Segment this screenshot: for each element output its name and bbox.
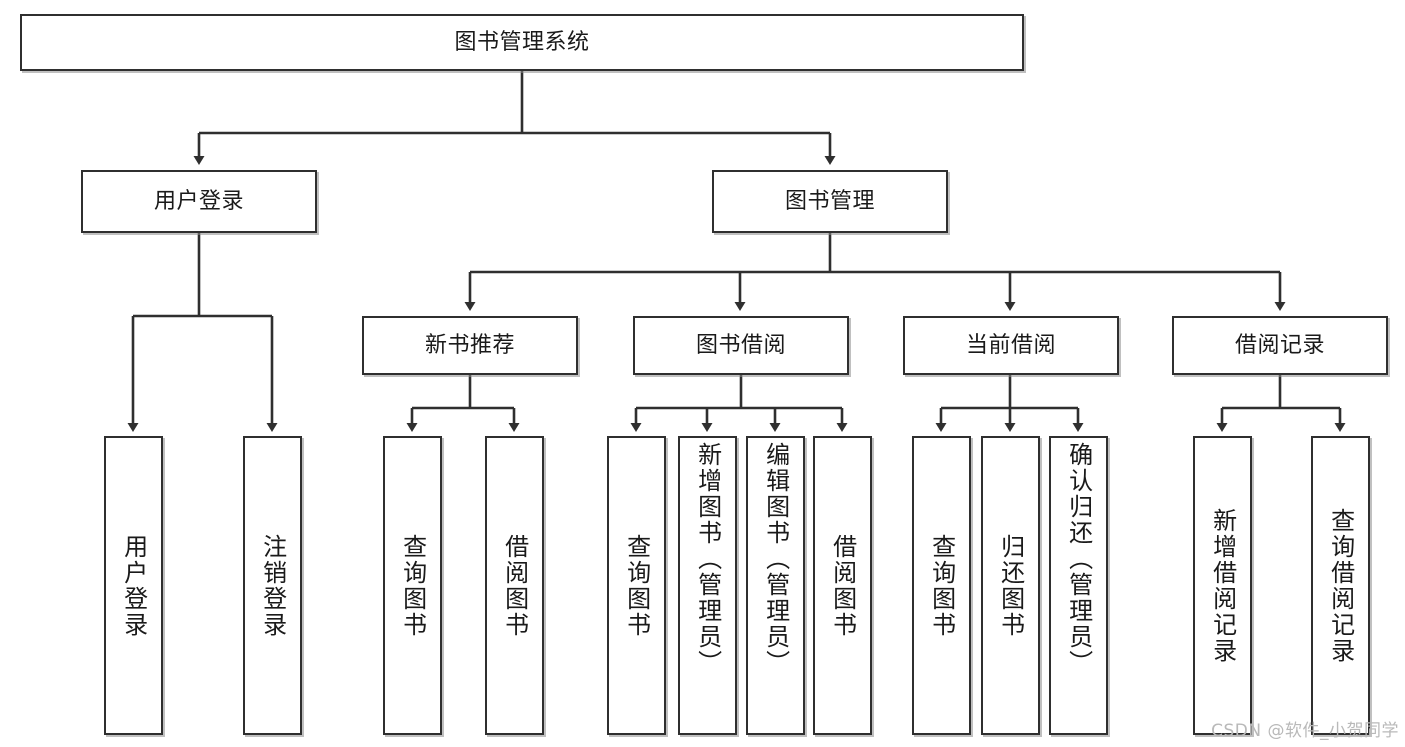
node-root-label: 图书管理系统 — [454, 29, 590, 55]
leaf-add-book[interactable]: 新增图书（管理员） — [678, 436, 737, 735]
leaf-borrow-book-1-label: 借阅图书 — [500, 533, 529, 638]
leaf-add-record-label: 新增借阅记录 — [1208, 507, 1237, 664]
leaf-logout[interactable]: 注销登录 — [243, 436, 302, 735]
leaf-confirm-return-label: 确认归还（管理员） — [1064, 442, 1093, 676]
node-user-login[interactable]: 用户登录 — [81, 170, 317, 233]
node-book-manage[interactable]: 图书管理 — [712, 170, 948, 233]
node-new-book-recommend-label: 新书推荐 — [424, 332, 515, 358]
leaf-query-book-1[interactable]: 查询图书 — [383, 436, 442, 735]
leaf-query-book-1-label: 查询图书 — [398, 533, 427, 638]
node-borrow-record[interactable]: 借阅记录 — [1172, 316, 1388, 375]
node-book-borrow[interactable]: 图书借阅 — [633, 316, 849, 375]
node-current-borrow-label: 当前借阅 — [965, 332, 1056, 358]
leaf-borrow-book-2[interactable]: 借阅图书 — [813, 436, 872, 735]
node-root[interactable]: 图书管理系统 — [20, 14, 1024, 71]
leaf-borrow-book-1[interactable]: 借阅图书 — [485, 436, 544, 735]
leaf-query-record-label: 查询借阅记录 — [1326, 507, 1355, 664]
leaf-add-book-label: 新增图书（管理员） — [693, 442, 722, 676]
leaf-edit-book-label: 编辑图书（管理员） — [761, 442, 790, 676]
node-user-login-label: 用户登录 — [153, 188, 244, 214]
leaf-query-book-3-label: 查询图书 — [927, 533, 956, 638]
node-book-manage-label: 图书管理 — [784, 188, 875, 214]
leaf-query-book-2[interactable]: 查询图书 — [607, 436, 666, 735]
node-current-borrow[interactable]: 当前借阅 — [903, 316, 1119, 375]
node-book-borrow-label: 图书借阅 — [695, 332, 786, 358]
leaf-add-record[interactable]: 新增借阅记录 — [1193, 436, 1252, 735]
leaf-query-record[interactable]: 查询借阅记录 — [1311, 436, 1370, 735]
leaf-user-login-label: 用户登录 — [119, 533, 148, 638]
leaf-edit-book[interactable]: 编辑图书（管理员） — [746, 436, 805, 735]
leaf-return-book[interactable]: 归还图书 — [981, 436, 1040, 735]
node-borrow-record-label: 借阅记录 — [1234, 332, 1325, 358]
leaf-confirm-return[interactable]: 确认归还（管理员） — [1049, 436, 1108, 735]
leaf-query-book-2-label: 查询图书 — [622, 533, 651, 638]
leaf-borrow-book-2-label: 借阅图书 — [828, 533, 857, 638]
leaf-query-book-3[interactable]: 查询图书 — [912, 436, 971, 735]
leaf-logout-label: 注销登录 — [258, 533, 287, 638]
node-new-book-recommend[interactable]: 新书推荐 — [362, 316, 578, 375]
leaf-return-book-label: 归还图书 — [996, 533, 1025, 638]
leaf-user-login[interactable]: 用户登录 — [104, 436, 163, 735]
